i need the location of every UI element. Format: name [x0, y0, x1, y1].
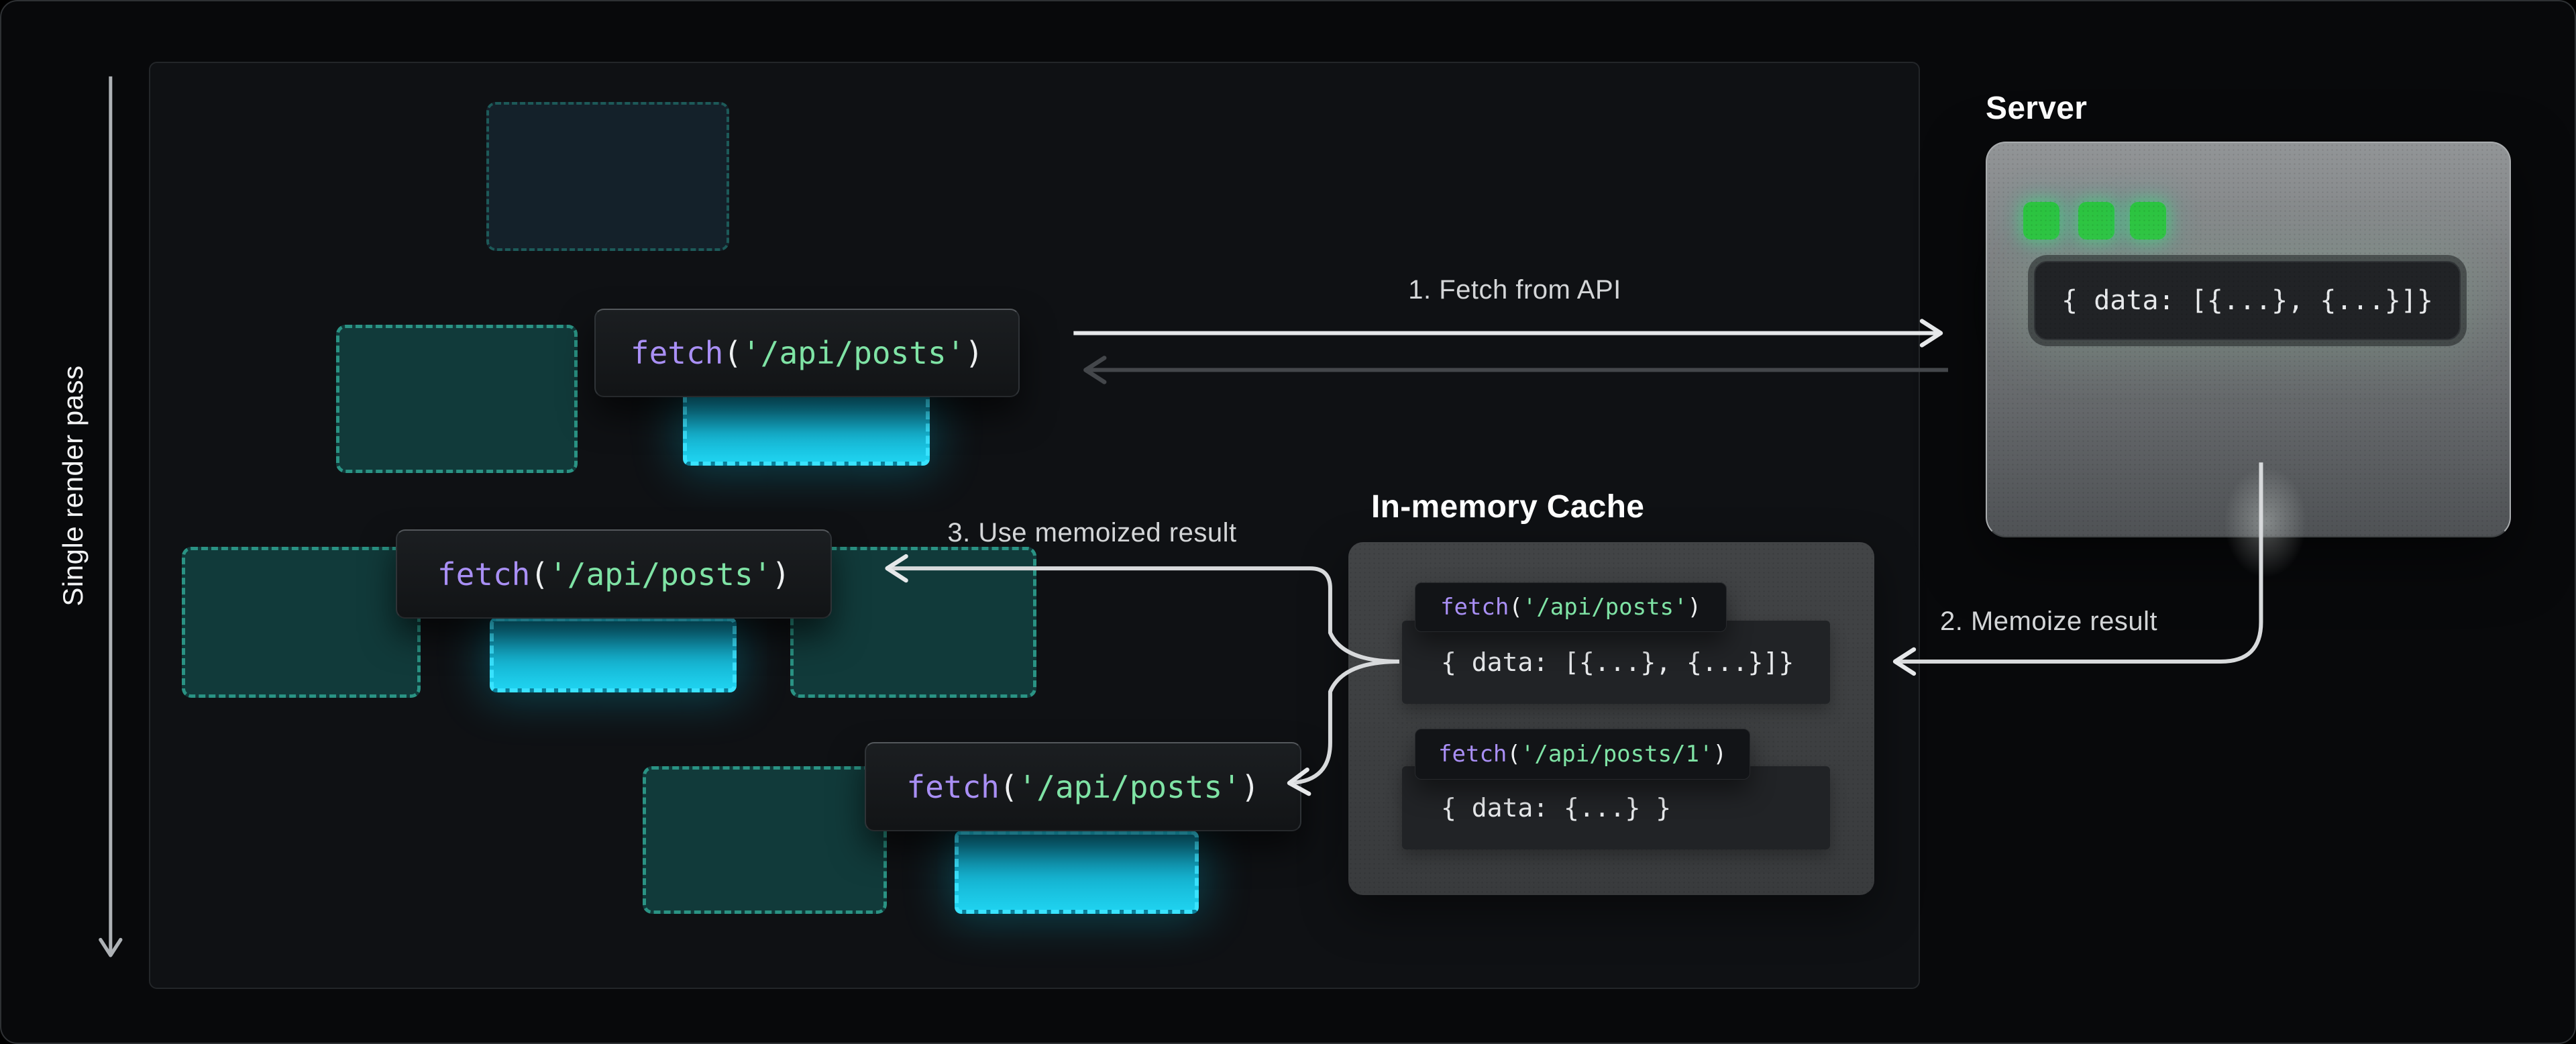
- step-3-label: 3. Use memoized result: [947, 518, 1237, 547]
- fetch-arg: '/api/posts': [742, 335, 965, 371]
- render-result-box: [490, 617, 737, 692]
- window-dot-icon: [2023, 202, 2059, 240]
- paren-close-icon: ): [771, 556, 791, 592]
- server-response-box: { data: [{...}, {...}]}: [2034, 261, 2461, 340]
- server-title: Server: [1986, 91, 2088, 126]
- paren-close-icon: ): [1687, 594, 1701, 621]
- paren-open-icon: (: [1507, 741, 1521, 768]
- paren-open-icon: (: [1509, 594, 1523, 621]
- paren-close-icon: ): [965, 335, 984, 371]
- step-1-label: 1. Fetch from API: [1408, 275, 1621, 305]
- fetch-arg: '/api/posts': [549, 556, 772, 592]
- server-window: { data: [{...}, {...}]}: [1986, 142, 2511, 599]
- render-result-box: [683, 390, 930, 466]
- component-placeholder-box: [486, 102, 729, 251]
- step-2-label: 2. Memoize result: [1940, 607, 2158, 636]
- cache-panel: fetch('/api/posts') { data: [{...}, {...…: [1348, 542, 1874, 895]
- paren-close-icon: ): [1240, 768, 1260, 805]
- paren-close-icon: ): [1713, 741, 1727, 768]
- cache-key-chip: fetch('/api/posts/1'): [1415, 729, 1750, 780]
- fetch-arg: '/api/posts': [1018, 768, 1241, 805]
- fetch-arg: '/api/posts/1': [1520, 741, 1713, 768]
- paren-open-icon: (: [530, 556, 549, 592]
- cache-value-box: { data: {...} }: [1402, 766, 1830, 849]
- fetch-keyword: fetch: [906, 768, 1000, 805]
- window-dot-icon: [2078, 202, 2114, 240]
- render-result-box: [955, 831, 1199, 914]
- paren-open-icon: (: [999, 768, 1018, 805]
- cache-value-box: { data: [{...}, {...}]}: [1402, 621, 1830, 704]
- fetch-keyword: fetch: [630, 335, 724, 371]
- connector-glow: [2208, 445, 2322, 599]
- component-placeholder-box: [643, 766, 887, 914]
- fetch-call-chip: fetch('/api/posts'): [396, 529, 832, 619]
- fetch-call-chip: fetch('/api/posts'): [594, 309, 1020, 397]
- fetch-call-chip: fetch('/api/posts'): [865, 742, 1301, 831]
- window-dot-icon: [2130, 202, 2166, 240]
- fetch-keyword: fetch: [1438, 741, 1507, 768]
- fetch-keyword: fetch: [437, 556, 531, 592]
- render-pass-label: Single render pass: [57, 365, 89, 607]
- cache-key-chip: fetch('/api/posts'): [1415, 582, 1727, 632]
- paren-open-icon: (: [723, 335, 743, 371]
- fetch-keyword: fetch: [1440, 594, 1509, 621]
- component-placeholder-box: [336, 325, 578, 473]
- component-placeholder-box: [182, 547, 421, 698]
- fetch-arg: '/api/posts': [1522, 594, 1688, 621]
- cache-title: In-memory Cache: [1371, 489, 1645, 525]
